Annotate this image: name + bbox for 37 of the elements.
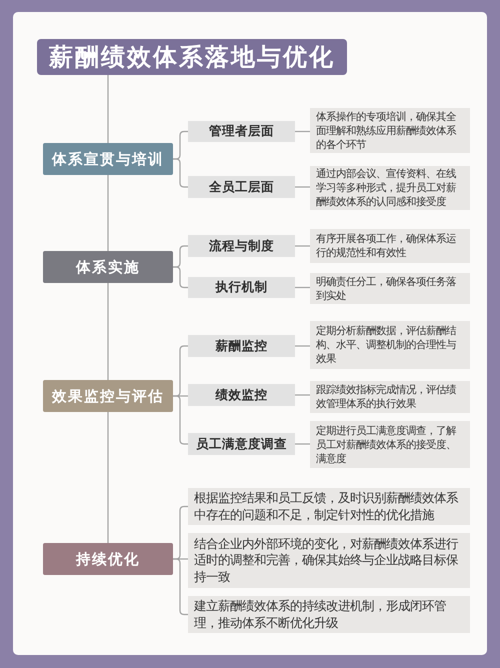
connector-line: [107, 412, 109, 543]
connector-line: [295, 286, 310, 288]
category-box: 持续优化: [43, 543, 173, 575]
title-box: 薪酬绩效体系落地与优化: [37, 39, 347, 75]
description-box: 根据监控结果和员工反馈，及时识别薪酬绩效体系中存在的问题和不足，制定针对性的优化措施: [188, 488, 470, 525]
connector-line: [173, 558, 188, 616]
topic-box: 全员工层面: [188, 176, 295, 198]
connector-line: [295, 186, 310, 188]
connector-line: [295, 443, 310, 445]
description-box: 结合企业内外部环境的变化，对薪酬绩效体系进行适时的调整和完善，确保其始终与企业战略目标保持一致: [188, 533, 470, 588]
connector-line: [295, 345, 310, 347]
category-box: 效果监控与评估: [43, 380, 173, 412]
topic-box: 执行机制: [188, 277, 295, 298]
description-box: 有序开展各项工作，确保体系运行的规范性和有效性: [310, 229, 470, 263]
description-box: 定期进行员工满意度调查，了解员工对薪酬绩效体系的接受度、满意度: [310, 421, 470, 468]
topic-box: 绩效监控: [188, 384, 295, 406]
category-box: 体系宣贯与培训: [43, 143, 173, 175]
connector-line: [173, 266, 188, 288]
description-box: 明确责任分工，确保各项任务落到实处: [310, 273, 470, 304]
connector-line: [107, 75, 109, 143]
connector-line: [295, 130, 310, 132]
description-box: 体系操作的专项培训，确保其全面理解和熟练应用薪酬绩效体系的各个环节: [310, 108, 470, 153]
connector-line: [173, 395, 188, 445]
category-box: 体系实施: [43, 251, 173, 283]
connector-line: [295, 245, 310, 247]
connector-line: [173, 158, 188, 188]
topic-box: 员工满意度调查: [188, 433, 295, 455]
topic-box: 薪酬监控: [188, 335, 295, 357]
topic-box: 流程与制度: [188, 235, 295, 257]
connector-line: [107, 283, 109, 380]
description-box: 定期分析薪酬数据，评估薪酬结构、水平、调整机制的合理性与效果: [310, 321, 470, 369]
connector-line: [295, 394, 310, 396]
topic-box: 管理者层面: [188, 121, 295, 142]
description-box: 跟踪绩效指标完成情况，评估绩效管理体系的执行效果: [310, 381, 470, 413]
description-box: 通过内部会议、宣传资料、在线学习等多种形式，提升员工对薪酬绩效体系的认同感和接受度: [310, 166, 470, 210]
description-box: 建立薪酬绩效体系的持续改进机制，形成闭环管理，推动体系不断优化升级: [188, 596, 470, 633]
connector-line: [107, 175, 109, 251]
